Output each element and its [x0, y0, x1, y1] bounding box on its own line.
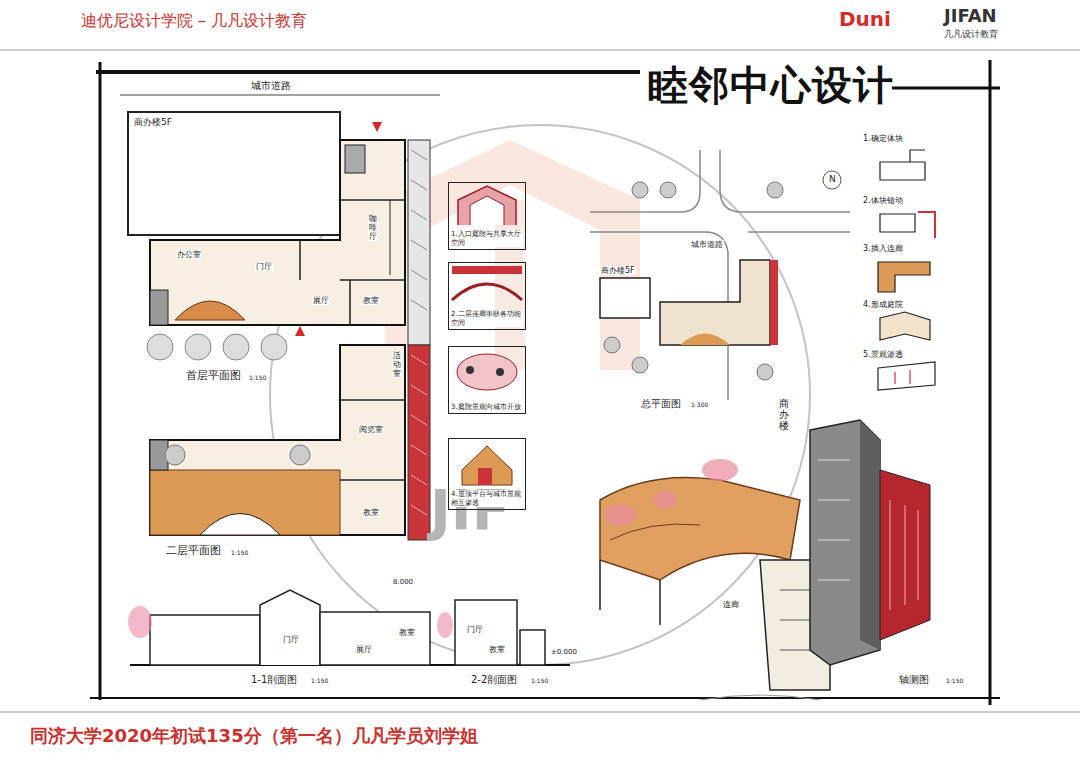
analysis-step: 5.景观渗透: [862, 350, 904, 359]
logo-text: Duni: [838, 8, 892, 31]
scale-note: 1:150: [945, 678, 964, 685]
sketch-caption: 1.入口庭院与共享大厅空间: [451, 230, 523, 247]
building-name: 商办楼: [778, 398, 790, 431]
room-name: 门厅: [282, 635, 300, 644]
board-frame: [989, 60, 992, 705]
board-frame: [892, 87, 1000, 90]
road-line: [120, 95, 440, 96]
analysis-step: 1.确定体块: [862, 134, 904, 143]
second-floor-plan: [150, 345, 430, 540]
road-name: 城市道路: [690, 240, 724, 249]
analysis-step: 2.体块错动: [862, 196, 904, 205]
scale-note: 1:300: [690, 402, 709, 409]
room-name: 阅览室: [358, 425, 384, 434]
board-frame: [90, 697, 1000, 699]
footer-caption: 同济大学2020年初试135分（第一名）几凡学员刘学姐: [30, 726, 478, 747]
scale-note: 1:150: [530, 678, 549, 685]
board-frame: [99, 62, 102, 700]
axonometric: [600, 420, 930, 700]
analysis-step: 4.形成庭院: [862, 300, 904, 309]
analysis-step: 3.插入连廊: [862, 244, 904, 253]
drawing-title: 总平面图: [640, 398, 682, 410]
sketch-frame: 3.庭院景观向城市开放: [448, 346, 526, 414]
sketch-frame: 1.入口庭院与共享大厅空间: [448, 182, 526, 250]
room-name: 展厅: [312, 296, 330, 305]
footer-rule: [0, 712, 1080, 713]
room-name: 办公室: [176, 250, 202, 259]
building-name: 商办楼5F: [133, 117, 173, 127]
perspective-sketches: [452, 186, 522, 485]
drawing-title: 首层平面图: [185, 370, 242, 383]
elevation-mark: ±0.000: [550, 648, 578, 656]
site-plan: [590, 150, 850, 400]
sketch-caption: 4.屋顶平台与城市景观相互渗透: [451, 490, 523, 507]
room-name: 教室: [362, 296, 380, 305]
sections: [128, 590, 570, 665]
header-brand: 迪优尼设计学院 – 几凡设计教育: [80, 12, 308, 30]
building-name: 商办楼5F: [600, 266, 636, 275]
north-arrow: N: [828, 174, 837, 184]
watermark-logo: [385, 140, 640, 370]
header-rule: [0, 50, 1080, 51]
room-name: 教室: [362, 508, 380, 517]
scale-note: 1:150: [310, 678, 329, 685]
space-name: 连廊: [722, 600, 740, 609]
drawing-title: 2-2剖面图: [470, 674, 518, 686]
elevation-mark: 8.000: [392, 578, 414, 586]
drawing-title: 二层平面图: [165, 545, 222, 558]
room-name: 咖啡厅: [368, 215, 378, 241]
room-name: 门厅: [466, 625, 484, 634]
board-title: 睦邻中心设计: [648, 62, 894, 108]
sketch-frame: 2.二层连廊串联各功能空间: [448, 262, 526, 330]
road-name: 城市道路: [250, 80, 292, 92]
drawing-title: 轴测图: [898, 674, 930, 686]
room-name: 门厅: [255, 262, 273, 271]
drawing-title: 1-1剖面图: [250, 674, 298, 686]
sketch-frame: 4.屋顶平台与城市景观相互渗透: [448, 438, 526, 510]
room-name: 教室: [488, 645, 506, 654]
watermark-text: JIF: [430, 478, 510, 542]
logo-text: JIFAN: [943, 6, 998, 27]
scale-note: 1:150: [230, 550, 249, 557]
sketch-caption: 3.庭院景观向城市开放: [451, 403, 523, 411]
ground-floor-plan: [128, 112, 430, 360]
board-frame: [96, 70, 640, 74]
room-name: 活动室: [392, 352, 402, 378]
room-name: 展厅: [355, 645, 373, 654]
logo-subtext: 几凡设计教育: [943, 29, 999, 39]
sketch-caption: 2.二层连廊串联各功能空间: [451, 310, 523, 327]
room-name: 教室: [398, 628, 416, 637]
scale-note: 1:150: [248, 375, 267, 382]
